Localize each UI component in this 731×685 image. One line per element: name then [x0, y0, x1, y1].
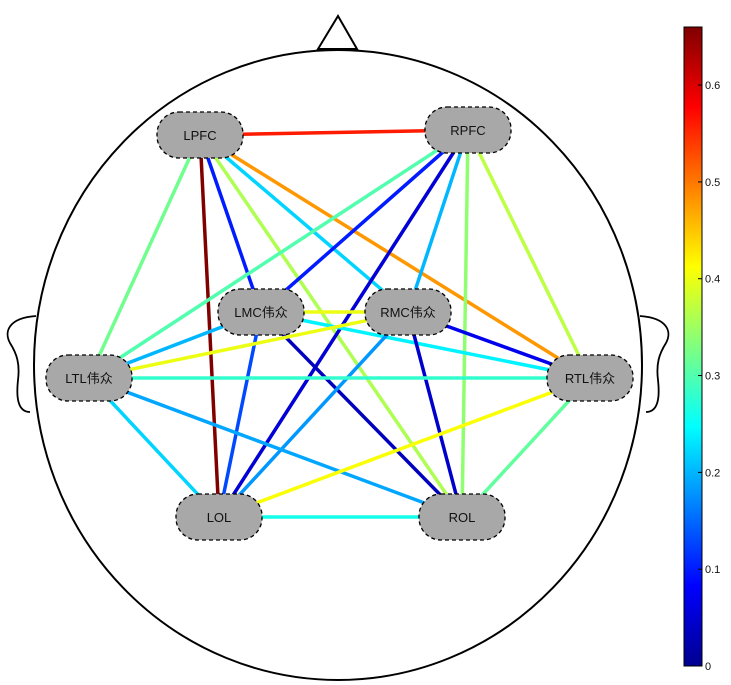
colorbar-tick-label: 0.6	[705, 80, 720, 92]
node-shape	[156, 111, 244, 159]
colorbar-ticks: 0 0.1 0.2 0.3 0.4 0.5 0.6	[698, 80, 720, 673]
node-shape	[546, 354, 634, 402]
connection-edges	[87, 128, 592, 519]
edge-lmc-rol	[259, 310, 464, 519]
node-shape	[364, 288, 452, 336]
edge-lol-rtl	[218, 376, 591, 519]
node-lmc: LMC伟众	[217, 288, 305, 336]
node-shape	[418, 493, 506, 541]
nose-shape	[316, 14, 359, 50]
node-label: RMC伟众	[380, 305, 436, 320]
right-ear-shape	[639, 315, 670, 413]
colorbar-tick-label: 0.2	[705, 467, 720, 479]
node-rol: ROL	[418, 493, 506, 541]
node-label: RPFC	[450, 123, 485, 138]
node-label: LTL伟众	[65, 371, 112, 386]
colorbar-tick-label: 0.4	[705, 274, 720, 286]
node-lpfc: LPFC	[156, 111, 244, 159]
node-ltl: LTL伟众	[45, 354, 133, 402]
colorbar-gradient	[683, 26, 703, 667]
edge-lpfc-rmc	[198, 133, 410, 314]
node-label: LOL	[207, 510, 232, 525]
colorbar-tick-label: 0	[705, 661, 711, 673]
node-lol: LOL	[175, 493, 263, 541]
colorbar-tick-label: 0.1	[705, 564, 720, 576]
edge-ltl-rol	[88, 376, 463, 519]
edge-rmc-rol	[406, 311, 464, 518]
edge-rpfc-lmc	[259, 128, 470, 314]
colorbar: 0 0.1 0.2 0.3 0.4 0.5 0.6	[683, 26, 720, 673]
node-rpfc: RPFC	[424, 106, 512, 154]
edge-rpfc-rtl	[466, 129, 592, 379]
edge-lmc-lol	[217, 311, 263, 518]
colorbar-tick-label: 0.5	[705, 177, 720, 189]
region-nodes: LPFC RPFC LMC伟众 RMC伟众 LTL伟众 RTL伟众 LOL ROL	[45, 106, 634, 541]
edge-rpfc-rmc	[406, 129, 470, 313]
node-label: ROL	[449, 510, 476, 525]
node-shape	[45, 354, 133, 402]
colorbar-tick-label: 0.3	[705, 371, 720, 383]
node-rtl: RTL伟众	[546, 354, 634, 402]
edge-lpfc-rpfc	[199, 128, 469, 137]
left-ear-shape	[6, 315, 37, 413]
edge-rpfc-lol	[217, 129, 470, 518]
head-outline	[6, 14, 670, 681]
edge-lpfc-lol	[198, 134, 221, 518]
node-shape	[424, 106, 512, 154]
head-circle	[33, 49, 643, 681]
node-label: LPFC	[183, 128, 216, 143]
edge-lpfc-lmc	[198, 134, 263, 313]
edge-lpfc-rtl	[199, 133, 591, 380]
edge-rpfc-ltl	[88, 128, 469, 380]
node-shape	[217, 288, 305, 336]
node-shape	[175, 493, 263, 541]
node-rmc: RMC伟众	[364, 288, 452, 336]
node-label: LMC伟众	[234, 305, 287, 320]
edge-lmc-rtl	[260, 310, 591, 380]
edge-rmc-lol	[217, 310, 410, 519]
edge-lpfc-ltl	[87, 134, 202, 379]
node-label: RTL伟众	[565, 371, 615, 386]
edge-rmc-ltl	[88, 310, 409, 380]
edge-rpfc-rol	[460, 129, 470, 518]
